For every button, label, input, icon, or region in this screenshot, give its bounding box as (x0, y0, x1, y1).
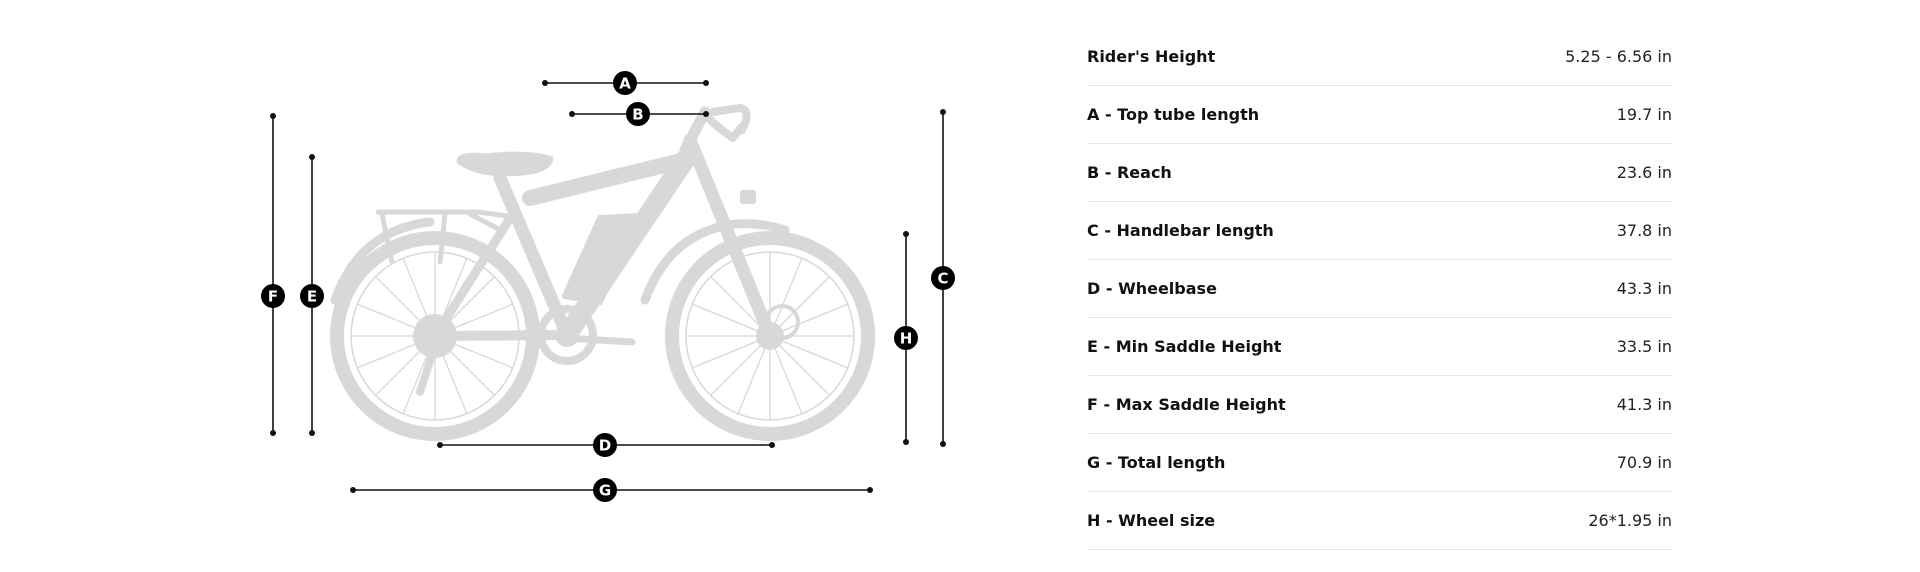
bike-silhouette (330, 104, 875, 441)
badge-f: F (261, 284, 285, 308)
rear-rack (375, 209, 511, 265)
spec-label: Rider's Height (1087, 47, 1216, 66)
battery (562, 213, 643, 305)
chainring (537, 305, 597, 365)
spec-label: C - Handlebar length (1087, 221, 1274, 240)
spec-value: 19.7 in (1616, 105, 1672, 124)
svg-text:E: E (307, 288, 317, 306)
spec-label: G - Total length (1087, 453, 1226, 472)
spec-label: A - Top tube length (1087, 105, 1260, 124)
dimension-badges: A B C D E F G (261, 71, 955, 502)
svg-text:F: F (268, 288, 278, 306)
spec-value: 26*1.95 in (1588, 511, 1672, 530)
bike-geometry-svg: A B C D E F G (261, 71, 955, 502)
svg-text:G: G (599, 482, 611, 500)
badge-a: A (613, 71, 637, 95)
spec-value: 5.25 - 6.56 in (1565, 47, 1672, 66)
saddle (456, 151, 554, 177)
spec-label: B - Reach (1087, 163, 1172, 182)
spec-row-min-saddle-height: E - Min Saddle Height 33.5 in (1087, 318, 1672, 376)
spec-value: 41.3 in (1616, 395, 1672, 414)
dimension-f (270, 113, 276, 436)
svg-text:D: D (599, 437, 611, 455)
bike-geometry-diagram: A B C D E F G (261, 71, 955, 502)
badge-c: C (931, 266, 955, 290)
badge-e: E (300, 284, 324, 308)
spec-label: E - Min Saddle Height (1087, 337, 1282, 356)
geometry-spec-table: Rider's Height 5.25 - 6.56 in A - Top tu… (1087, 28, 1672, 550)
spec-row-reach: B - Reach 23.6 in (1087, 144, 1672, 202)
spec-label: D - Wheelbase (1087, 279, 1217, 298)
spec-value: 33.5 in (1616, 337, 1672, 356)
spec-row-total-length: G - Total length 70.9 in (1087, 434, 1672, 492)
spec-row-wheelbase: D - Wheelbase 43.3 in (1087, 260, 1672, 318)
spec-row-riders-height: Rider's Height 5.25 - 6.56 in (1087, 28, 1672, 86)
spec-row-top-tube-length: A - Top tube length 19.7 in (1087, 86, 1672, 144)
spec-value: 70.9 in (1616, 453, 1672, 472)
spec-value: 37.8 in (1616, 221, 1672, 240)
svg-text:B: B (632, 106, 643, 124)
spec-value: 23.6 in (1616, 163, 1672, 182)
badge-g: G (593, 478, 617, 502)
rear-fender (330, 217, 435, 305)
spec-row-max-saddle-height: F - Max Saddle Height 41.3 in (1087, 376, 1672, 434)
headlight (740, 190, 756, 204)
spec-row-handlebar-length: C - Handlebar length 37.8 in (1087, 202, 1672, 260)
badge-b: B (626, 102, 650, 126)
spec-label: F - Max Saddle Height (1087, 395, 1286, 414)
badge-d: D (593, 433, 617, 457)
front-wheel (665, 231, 875, 441)
spec-label: H - Wheel size (1087, 511, 1216, 530)
badge-h: H (894, 326, 918, 350)
stem (679, 106, 711, 156)
svg-text:A: A (619, 75, 631, 93)
svg-text:H: H (900, 330, 913, 348)
spec-value: 43.3 in (1616, 279, 1672, 298)
spec-row-wheel-size: H - Wheel size 26*1.95 in (1087, 492, 1672, 550)
svg-text:C: C (937, 270, 948, 288)
